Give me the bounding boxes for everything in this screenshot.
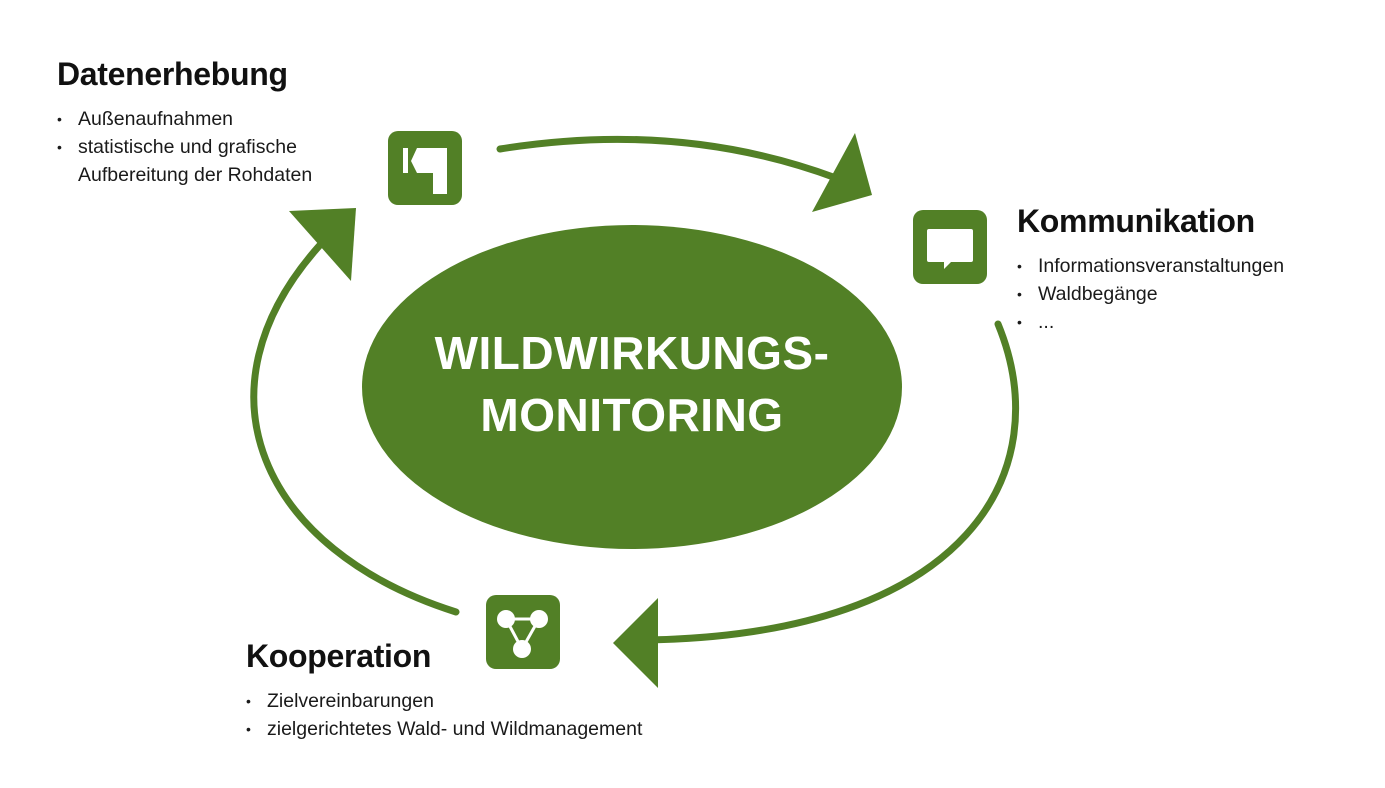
stage-title: Datenerhebung (57, 56, 288, 92)
list-item: ... (1017, 308, 1284, 336)
stage-list: Außenaufnahmen statistische und grafisch… (57, 105, 312, 189)
stage-kooperation: Kooperation Zielvereinbarungen zielgeric… (246, 638, 642, 743)
arrow-left-shaft (250, 241, 460, 616)
stage-datenerhebung: Datenerhebung Außenaufnahmen statistisch… (57, 56, 312, 189)
list-item: Außenaufnahmen (57, 105, 312, 133)
center-title: WILDWIRKUNGS- MONITORING (362, 322, 902, 446)
list-item: Zielvereinbarungen (246, 687, 642, 715)
list-item: Informationsveranstaltungen (1017, 252, 1284, 280)
stage-title: Kooperation (246, 638, 432, 674)
stage-kommunikation: Kommunikation Informationsveranstaltunge… (1017, 203, 1284, 336)
center-title-line-1: WILDWIRKUNGS- (434, 327, 830, 379)
network-icon (486, 595, 560, 669)
list-item: zielgerichtetes Wald- und Wildmanagement (246, 715, 642, 743)
arrow-left-head (289, 208, 356, 281)
list-item-continuation: Aufbereitung der Rohdaten (78, 164, 313, 186)
arrow-top-shaft (496, 135, 840, 182)
stage-list: Zielvereinbarungen zielgerichtetes Wald-… (246, 687, 642, 743)
stage-list: Informationsveranstaltungen Waldbegänge … (1017, 252, 1284, 336)
list-item: Waldbegänge (1017, 280, 1284, 308)
arrow-right-head (613, 598, 658, 688)
arrow-top-head (812, 133, 872, 212)
list-item: statistische und grafische (57, 133, 312, 161)
flag-icon (388, 131, 462, 205)
arrow-right-shaft (642, 320, 1020, 644)
center-title-line-2: MONITORING (480, 389, 784, 441)
speech-bubble-icon (913, 210, 987, 284)
stage-title: Kommunikation (1017, 203, 1255, 239)
center-ellipse (362, 225, 902, 549)
